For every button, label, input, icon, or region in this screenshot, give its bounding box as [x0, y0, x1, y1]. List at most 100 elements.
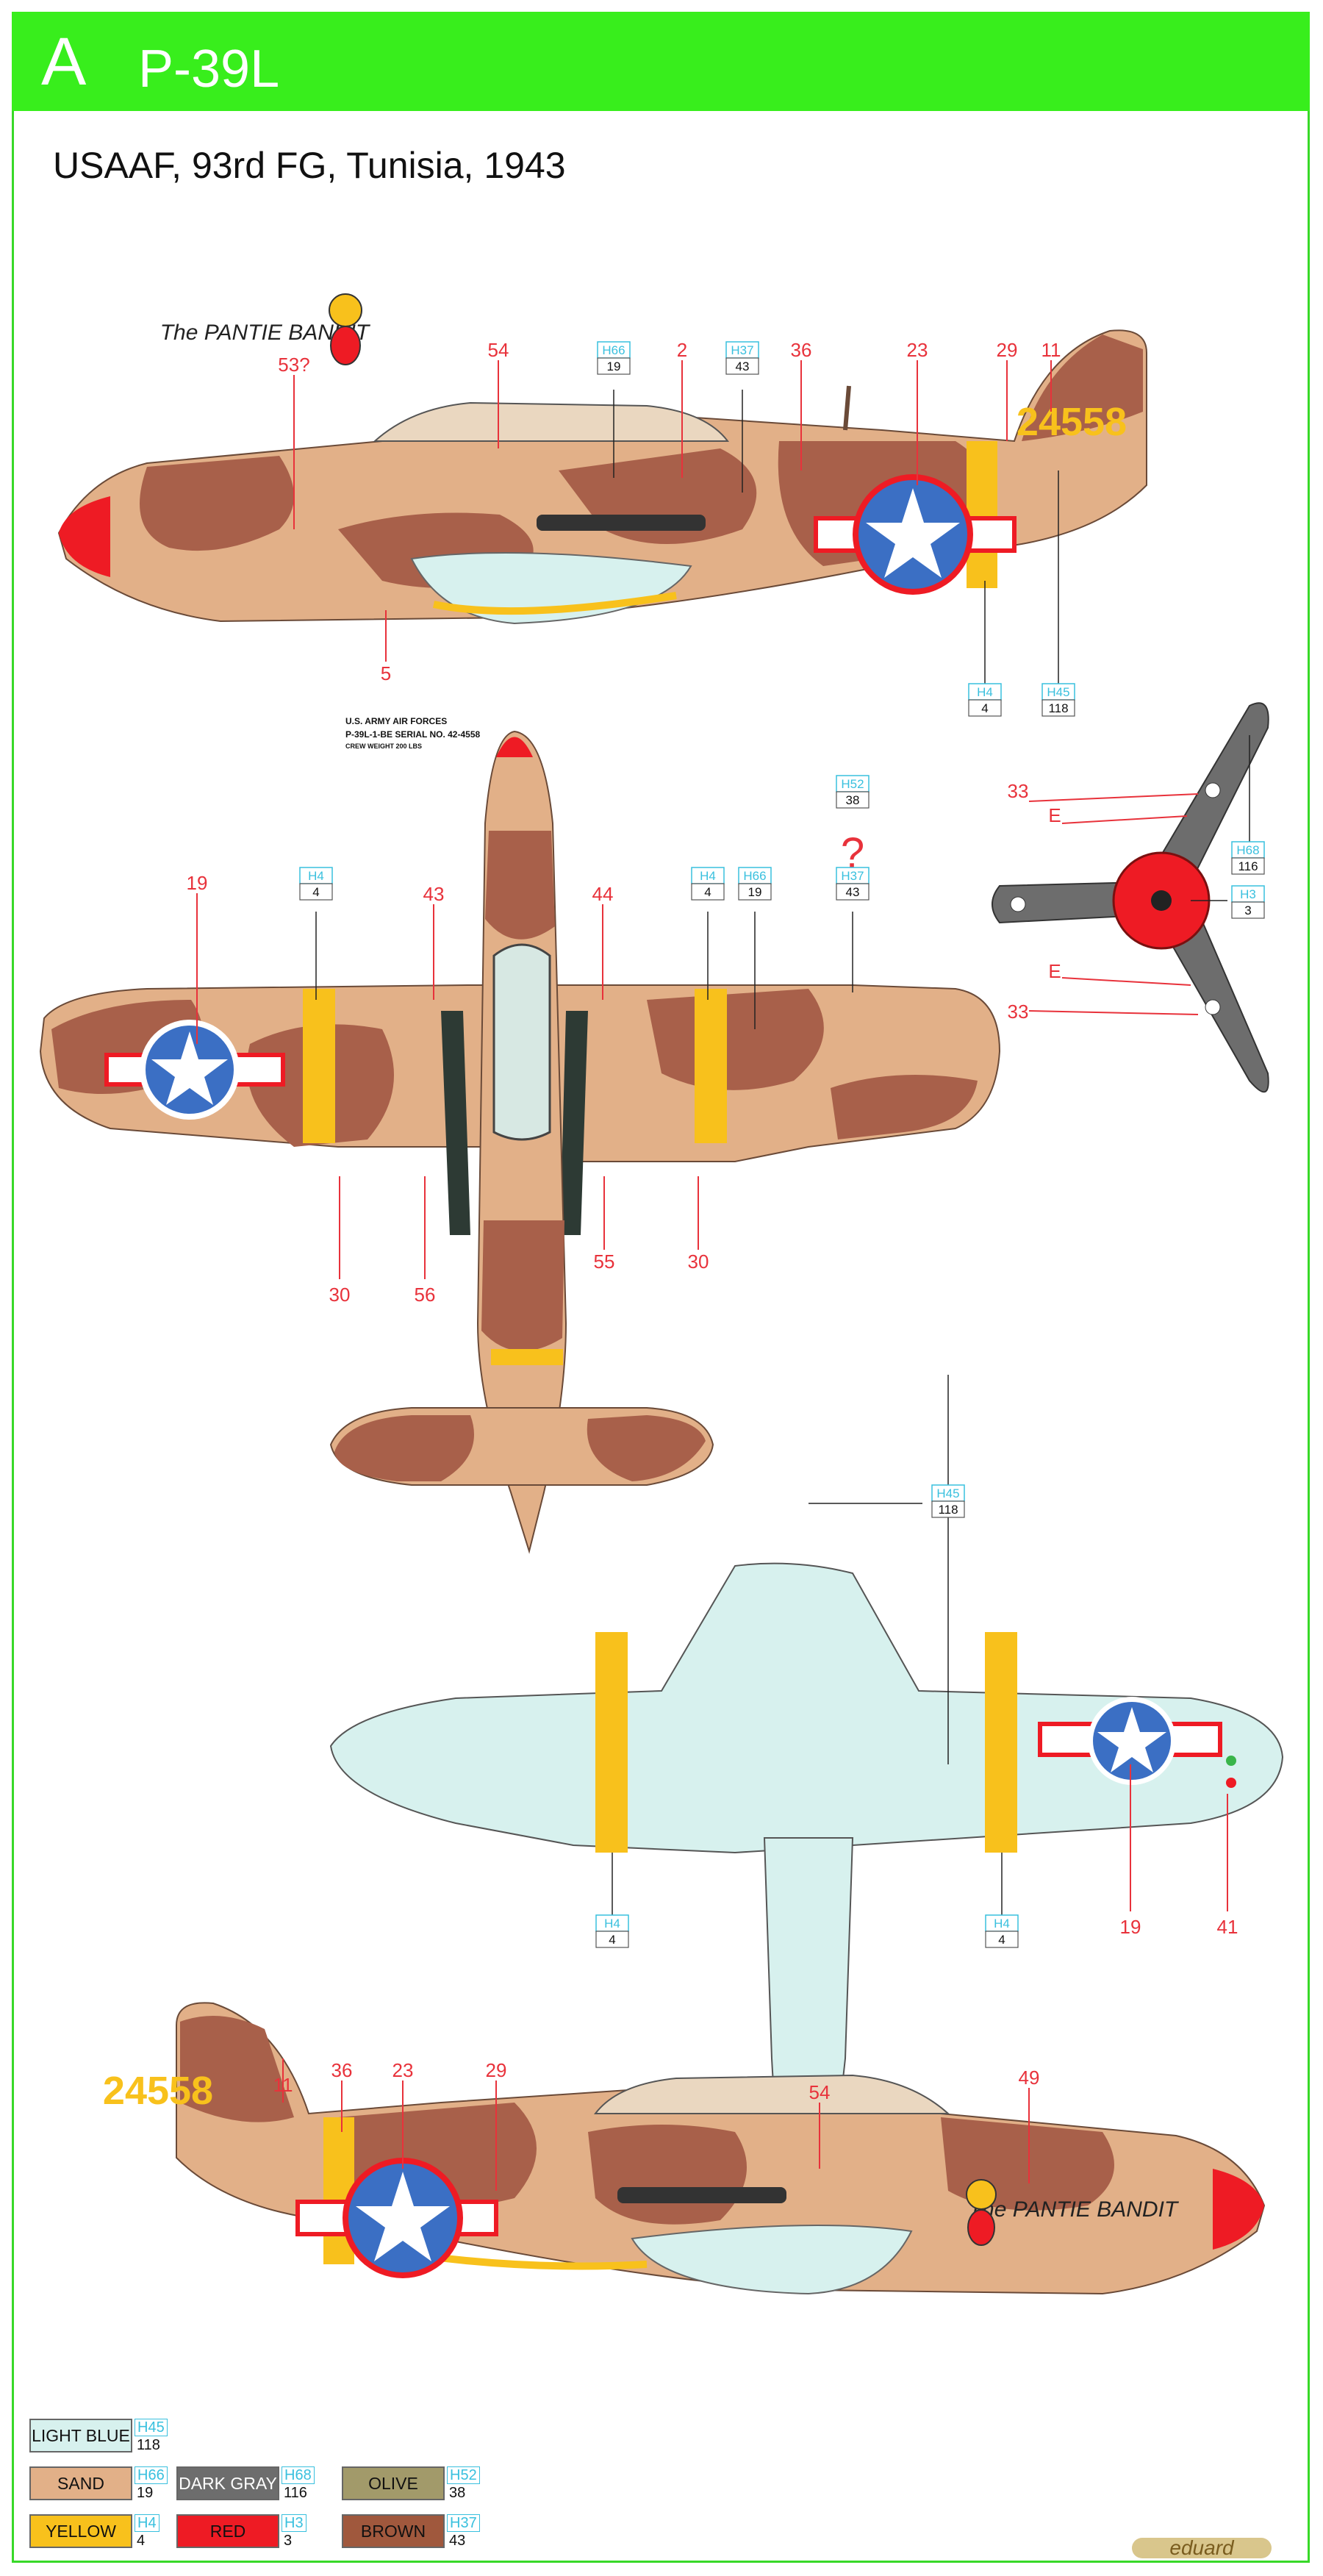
antenna-mast-1: [843, 385, 851, 431]
code-n: 43: [736, 359, 750, 373]
callout-side2-0: 11: [273, 2074, 293, 2096]
stencil-line-2: P-39L-1-BE SERIAL NO. 42-4558: [345, 729, 481, 740]
leader-lines: [196, 360, 1228, 2191]
code-box-h3-10: H33: [1231, 885, 1265, 919]
callout-side2-5: 49: [1019, 2067, 1040, 2089]
bottom-band-left: [595, 1632, 628, 1853]
top-view: ?: [39, 730, 1001, 1554]
gear-door-right: [560, 1011, 588, 1235]
canopy-side-1: [373, 401, 730, 442]
code-n: 3: [1244, 904, 1251, 917]
code-n: 4: [704, 885, 711, 899]
belly-stripe-1: [432, 592, 677, 615]
tail-serial-2: 24558: [103, 2069, 213, 2113]
gear-door-left: [441, 1011, 470, 1235]
callout-bottom-0: 19: [1120, 1916, 1141, 1938]
fuselage-band-1: [967, 441, 997, 588]
code-h: H3: [1240, 887, 1256, 901]
callout-side2-2: 23: [392, 2059, 414, 2081]
callout-side2-4: 54: [809, 2081, 831, 2103]
prop-hub: [1151, 890, 1172, 911]
callout-side1-5: 29: [997, 339, 1018, 361]
code-n: 4: [981, 701, 988, 715]
callout-prop-3: 33: [1008, 1001, 1029, 1023]
legend-swatch: DARK GRAY: [176, 2466, 279, 2500]
code-h: H45: [1047, 685, 1069, 699]
prop-emblem-1: [1205, 782, 1221, 798]
tail-serial-1: 24558: [1017, 400, 1127, 444]
legend-swatch: BROWN: [342, 2514, 445, 2548]
code-box-h4-5: H44: [691, 867, 725, 901]
code-n: 4: [312, 885, 319, 899]
callout-prop-2: E: [1048, 960, 1061, 982]
nose-art-2: The PANTIE BANDIT: [966, 2179, 1180, 2246]
tail-band-top: [491, 1349, 563, 1365]
insignia-side-1: [814, 474, 1017, 595]
exhaust-row-1: [537, 515, 706, 531]
code-n: 116: [1238, 859, 1258, 873]
callout-side1-7: 5: [381, 662, 391, 684]
legend-code-h: H3: [282, 2514, 306, 2532]
legend-swatch: RED: [176, 2514, 279, 2548]
code-h: H37: [841, 869, 864, 883]
code-h: H66: [602, 343, 625, 357]
code-h: H4: [604, 1917, 620, 1931]
wing-band-left: [303, 989, 335, 1143]
canopy-top: [492, 943, 551, 1141]
legend-code-h: H68: [282, 2466, 315, 2484]
callout-side1-2: 2: [677, 339, 687, 361]
callout-top-6: 30: [688, 1251, 709, 1273]
callout-top-2: 44: [592, 883, 614, 905]
wingtip-light-red: [1226, 1778, 1236, 1788]
code-h: H68: [1236, 843, 1259, 857]
insignia-top-wing: [104, 1020, 285, 1120]
spinner-top: [496, 737, 533, 757]
code-n: 38: [846, 793, 860, 807]
legend-code-n: 118: [137, 2437, 160, 2453]
prop-emblem-2: [1010, 896, 1026, 912]
legend-swatch: LIGHT BLUE: [29, 2419, 132, 2452]
wing-band-right: [695, 989, 727, 1143]
code-n: 19: [748, 885, 762, 899]
code-h: H4: [994, 1917, 1010, 1931]
prop-emblem-3: [1205, 999, 1221, 1015]
code-n: 43: [846, 885, 860, 899]
callout-bottom-1: 41: [1217, 1916, 1238, 1938]
insignia-side-2: [295, 2158, 498, 2278]
legend-code-h: H45: [135, 2419, 168, 2436]
callout-side2-1: 36: [331, 2059, 353, 2081]
code-h: H45: [936, 1486, 959, 1500]
code-box-h4-13: H44: [985, 1914, 1019, 1948]
callout-top-3: 30: [329, 1284, 351, 1306]
callout-top-4: 56: [415, 1284, 436, 1306]
nose-art-1: The PANTIE BANDIT: [160, 293, 371, 365]
legend-swatch: YELLOW: [29, 2514, 132, 2548]
nose-art-signature-2: The PANTIE BANDIT: [969, 2197, 1180, 2222]
legend-code-n: 19: [137, 2485, 154, 2501]
callout-side1-3: 36: [791, 339, 812, 361]
callout-top-5: 55: [594, 1251, 615, 1273]
legend-code-n: 4: [137, 2533, 146, 2549]
code-h: H66: [743, 869, 766, 883]
code-h: H4: [308, 869, 324, 883]
legend-code-n: 38: [449, 2485, 466, 2501]
prop-blade-left: [992, 881, 1144, 924]
legend-code-n: 3: [284, 2533, 293, 2549]
legend-code-n: 116: [284, 2485, 307, 2501]
